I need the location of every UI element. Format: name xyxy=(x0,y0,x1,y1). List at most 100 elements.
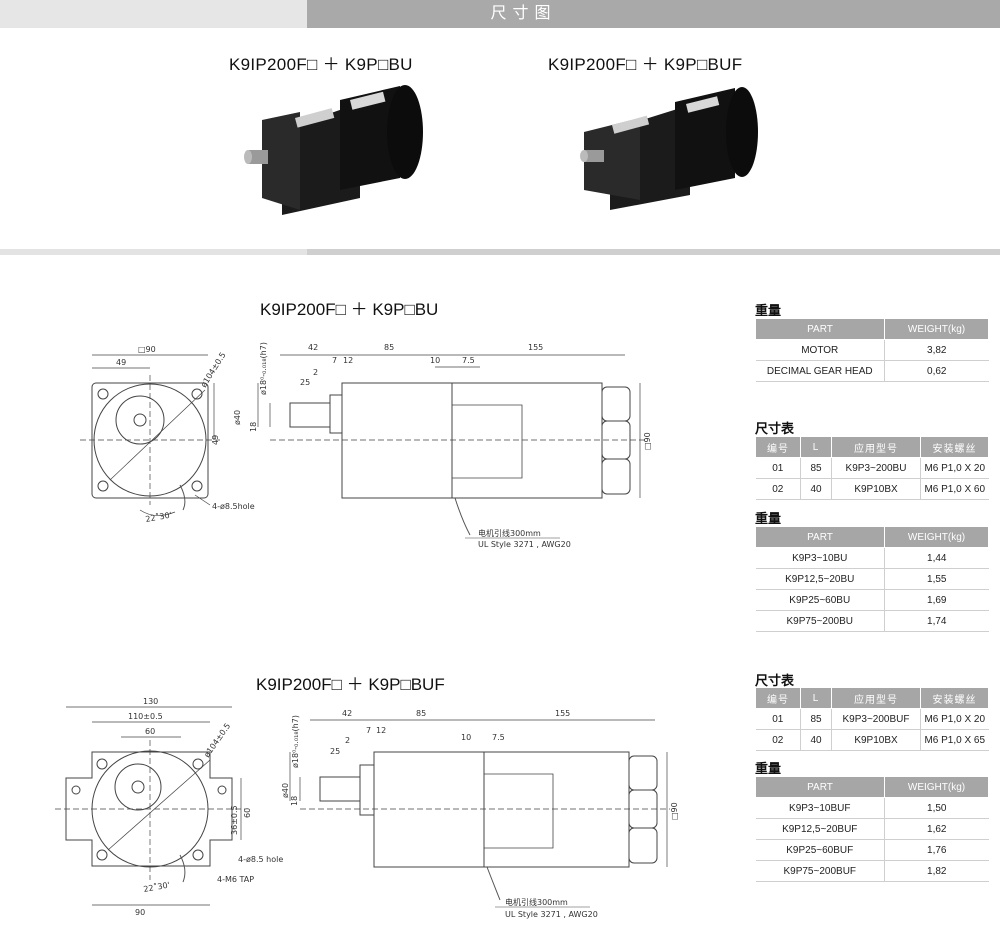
cell: 02 xyxy=(755,729,801,751)
product-photos xyxy=(244,85,758,215)
cell: 1,44 xyxy=(884,547,989,569)
section-header-bar: 尺寸图 xyxy=(0,0,1000,28)
dim-d110: 110±0.5 xyxy=(128,712,163,721)
cell: 02 xyxy=(755,478,801,500)
table-row: DECIMAL GEAR HEAD 0,62 xyxy=(755,360,989,382)
dim-d2: 2 xyxy=(313,368,318,377)
dim-d85: 85 xyxy=(384,343,394,352)
motor-photo-buf xyxy=(580,87,758,210)
col-model: 应用型号 xyxy=(831,436,921,458)
cell: 1,82 xyxy=(884,860,989,882)
dim-d104: ø104±0.5 xyxy=(199,351,228,389)
cell: K9P75~200BU xyxy=(755,610,885,632)
dim-d10: 10 xyxy=(430,356,440,365)
motor-photo-bu xyxy=(244,85,423,215)
dim-d7: 7 xyxy=(332,356,337,365)
cell: 01 xyxy=(755,457,801,479)
table-row: 02 40 K9P10BX M6 P1,0 X 65 xyxy=(755,729,989,751)
cell: M6 P1,0 X 65 xyxy=(920,729,989,751)
dim-d85-buf: 85 xyxy=(416,709,426,718)
dim-d12-buf: 12 xyxy=(376,726,386,735)
cell: MOTOR xyxy=(755,339,885,361)
dim-d40: ø40 xyxy=(233,410,242,425)
cell: M6 P1,0 X 20 xyxy=(920,708,989,730)
size-title-1: 尺寸表 xyxy=(755,421,795,436)
table-row: 02 40 K9P10BX M6 P1,0 X 60 xyxy=(755,478,989,500)
cell: K9P3~10BUF xyxy=(755,797,885,819)
cable-note-buf-2: UL Style 3271 , AWG20 xyxy=(505,910,598,919)
front-view-bu xyxy=(80,354,220,516)
dim-d36: 36±0.5 xyxy=(230,805,239,835)
cell: K9P3~200BU xyxy=(831,457,921,479)
dim-d60b: 60 xyxy=(243,808,252,818)
dim-d25-buf: 25 xyxy=(330,747,340,756)
col-part: PART xyxy=(755,526,885,548)
cell: 40 xyxy=(800,729,832,751)
side-view-bu xyxy=(257,354,645,536)
dim-d104-buf: ø104±0.5 xyxy=(202,722,232,760)
section-header-tab: 尺寸图 xyxy=(307,0,1000,28)
dim-d7-buf: 7 xyxy=(366,726,371,735)
dim-d155: 155 xyxy=(528,343,543,352)
cell: 1,69 xyxy=(884,589,989,611)
cable-note-2: UL Style 3271 , AWG20 xyxy=(478,540,571,549)
cell: 85 xyxy=(800,457,832,479)
weight-table-1: PART WEIGHT(kg) MOTOR 3,82 DECIMAL GEAR … xyxy=(755,318,989,382)
dim-d7-5: 7.5 xyxy=(462,356,475,365)
dim-d18h7-buf: ø18⁰-₀.₀₁₈(h7) xyxy=(291,715,300,768)
dim-d49b: 49 xyxy=(211,435,220,445)
cell: 01 xyxy=(755,708,801,730)
cell: 0,62 xyxy=(884,360,989,382)
drawing-title-2: K9IP200F□ ＋ K9P□BUF xyxy=(256,675,445,694)
dim-d18: 18 xyxy=(249,422,258,432)
table-row: 01 85 K9P3~200BUF M6 P1,0 X 20 xyxy=(755,708,989,730)
cell: K9P12,5~20BU xyxy=(755,568,885,590)
cell: 1,55 xyxy=(884,568,989,590)
col-screw: 安装螺丝 xyxy=(920,436,989,458)
dim-hole: 4-ø8.5hole xyxy=(212,502,255,511)
dim-d90: □90 xyxy=(138,345,156,354)
dim-d18h7: ø18⁰-₀.₀₁₈(h7) xyxy=(259,342,268,395)
cell: K9P75~200BUF xyxy=(755,860,885,882)
cell: 40 xyxy=(800,478,832,500)
cell: K9P3~10BU xyxy=(755,547,885,569)
col-model: 应用型号 xyxy=(831,687,921,709)
cell: M6 P1,0 X 60 xyxy=(920,478,989,500)
cell: M6 P1,0 X 20 xyxy=(920,457,989,479)
dim-d18-buf: 18 xyxy=(290,796,299,806)
cell: 85 xyxy=(800,708,832,730)
dim-d60a: 60 xyxy=(145,727,155,736)
col-l: L xyxy=(800,436,832,458)
section-divider xyxy=(0,249,1000,255)
col-no: 编号 xyxy=(755,687,801,709)
table-row: 01 85 K9P3~200BU M6 P1,0 X 20 xyxy=(755,457,989,479)
dim-tap: 4-M6 TAP xyxy=(217,875,254,884)
cell: 1,62 xyxy=(884,818,989,840)
weight-title-1: 重量 xyxy=(755,303,782,318)
col-screw: 安装螺丝 xyxy=(920,687,989,709)
dim-d49a: 49 xyxy=(116,358,126,367)
col-part: PART xyxy=(755,776,885,798)
col-weight: WEIGHT(kg) xyxy=(884,526,989,548)
drawing-title-1: K9IP200F□ ＋ K9P□BU xyxy=(260,300,439,319)
cell: K9P3~200BUF xyxy=(831,708,921,730)
col-weight: WEIGHT(kg) xyxy=(884,776,989,798)
cable-note-buf-1: 电机引线300mm xyxy=(505,897,568,907)
cell: K9P12,5~20BUF xyxy=(755,818,885,840)
dim-d90-side: □90 xyxy=(643,432,652,450)
product-title-2: K9IP200F□ ＋ K9P□BUF xyxy=(548,55,743,74)
dim-d25: 25 xyxy=(300,378,310,387)
dim-d42: 42 xyxy=(308,343,318,352)
size-table-1: 编号 L 应用型号 安装螺丝 01 85 K9P3~200BU M6 P1,0 … xyxy=(755,436,989,500)
dim-d90-side-buf: □90 xyxy=(670,802,679,820)
cell: 1,74 xyxy=(884,610,989,632)
table-row: MOTOR 3,82 xyxy=(755,339,989,361)
size-title-2: 尺寸表 xyxy=(755,673,795,688)
